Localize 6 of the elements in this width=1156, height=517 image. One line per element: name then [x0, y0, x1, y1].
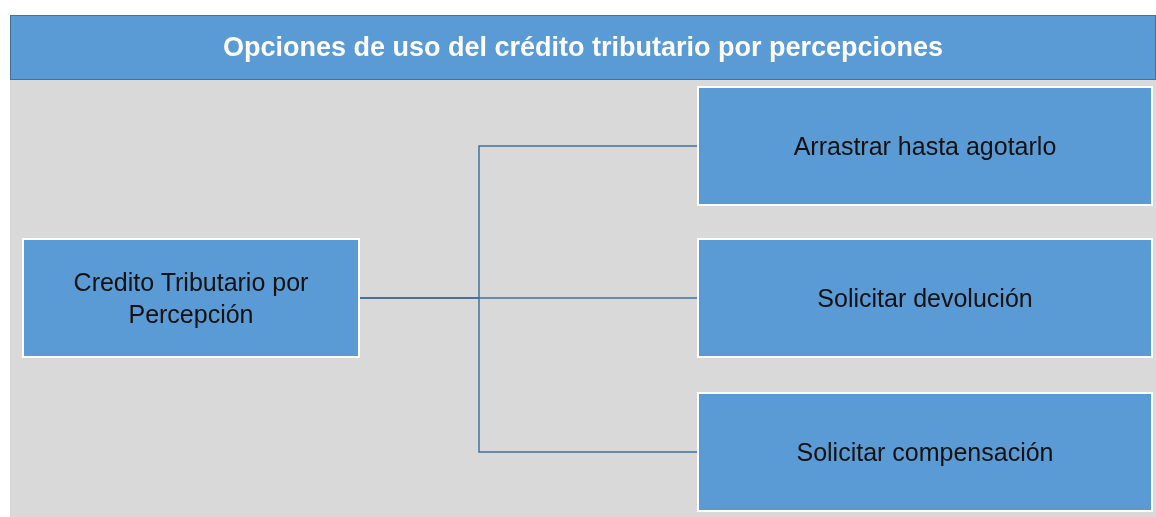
process-box: Credito Tributario por Percepción	[22, 238, 360, 358]
process-box: Arrastrar hasta agotarlo	[697, 86, 1153, 206]
process-box: Solicitar compensación	[697, 392, 1153, 512]
connector-line	[359, 297, 698, 453]
process-box: Solicitar devolución	[697, 238, 1153, 358]
title-banner: Opciones de uso del crédito tributario por percepciones	[10, 15, 1156, 80]
